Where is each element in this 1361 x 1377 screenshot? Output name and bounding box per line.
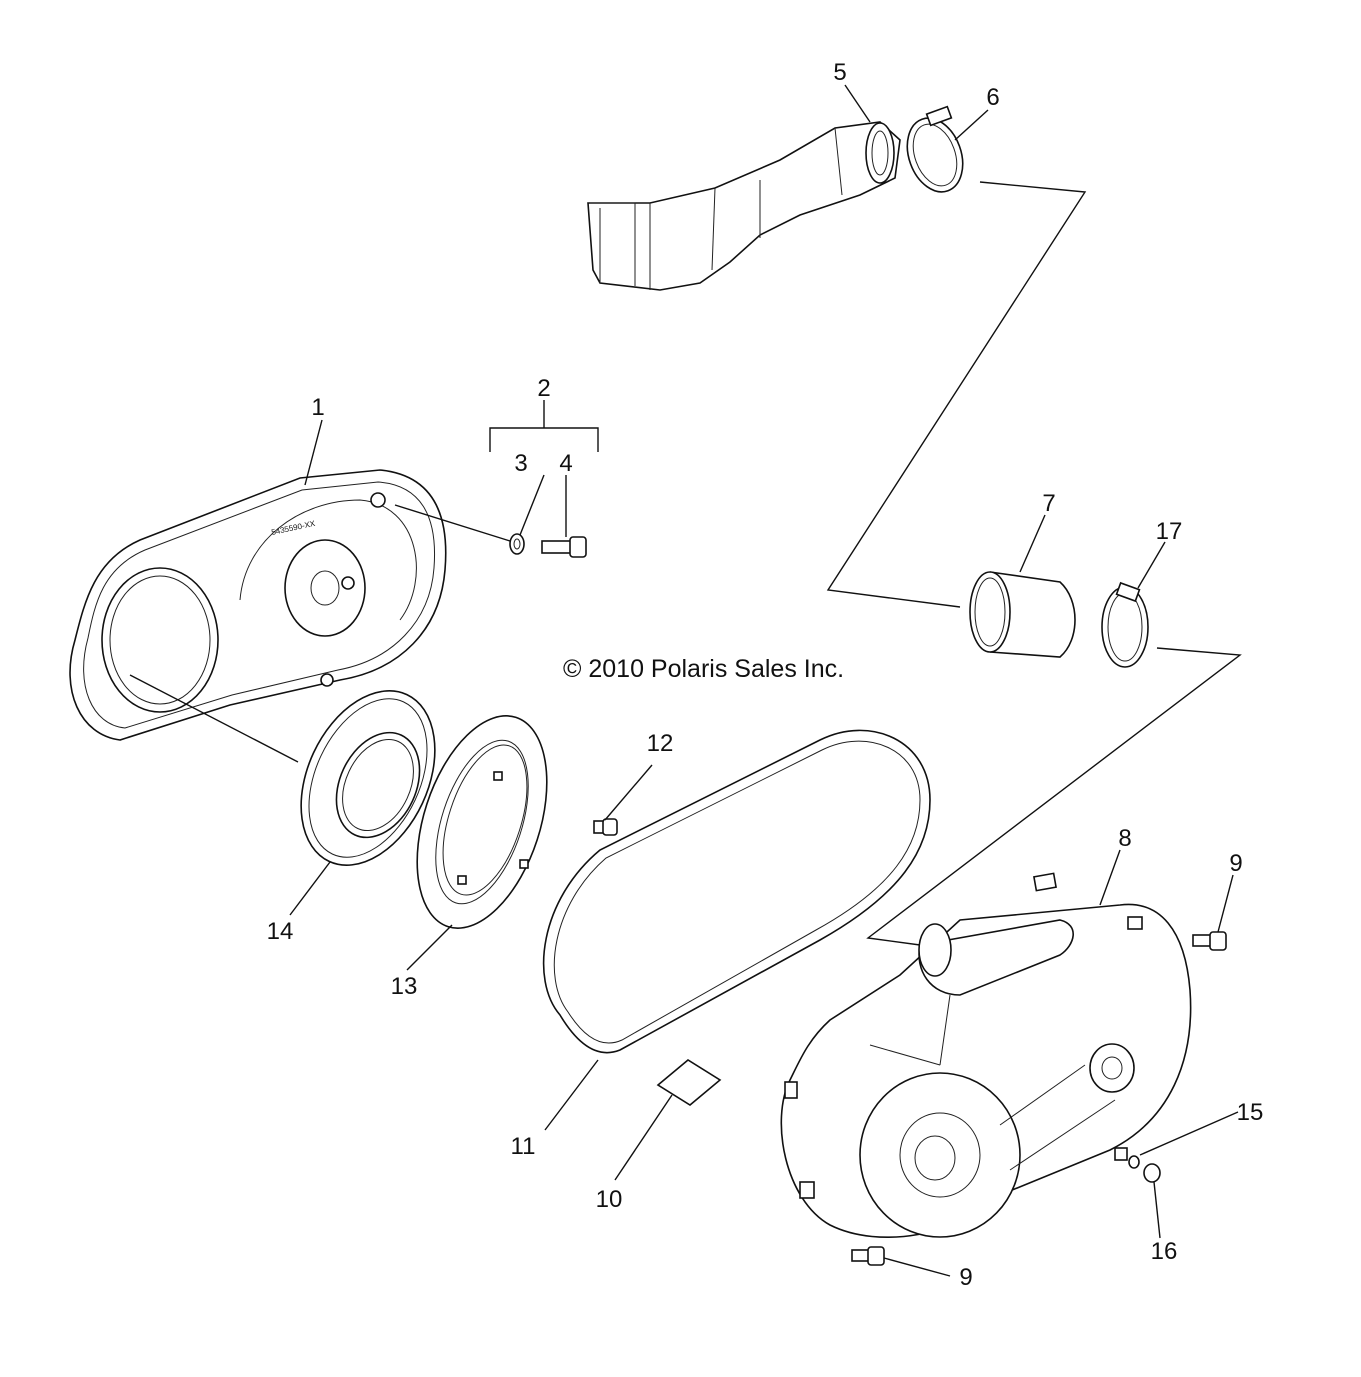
callout-11: 11: [511, 1133, 536, 1160]
plug-16: [1143, 1163, 1161, 1183]
screw-9-upper: [1192, 931, 1227, 951]
screw-12: [593, 818, 618, 836]
callout-2: 2: [537, 375, 550, 402]
o-ring-15: [1128, 1155, 1140, 1169]
leader-lines: [129, 84, 1242, 1277]
callout-14: 14: [267, 918, 294, 945]
bolt-4: [541, 536, 587, 558]
callout-6: 6: [986, 84, 999, 111]
callout-8: 8: [1118, 825, 1131, 852]
intake-duct: [587, 121, 901, 291]
callout-9-lower: 9: [959, 1264, 972, 1291]
callout-15: 15: [1237, 1099, 1264, 1126]
callout-5: 5: [833, 59, 846, 86]
callout-4: 4: [559, 450, 572, 477]
screw-9-lower: [851, 1246, 885, 1266]
callouts: 1 2 3 4 5 6 7 8 9 9 10 11 12 13 14 15 16…: [267, 59, 1264, 1291]
drive-belt-11: [542, 729, 931, 1054]
callout-16: 16: [1151, 1238, 1178, 1265]
callout-1: 1: [311, 394, 324, 421]
bracket-2: [489, 400, 599, 452]
copyright-notice: © 2010 Polaris Sales Inc.: [563, 655, 844, 683]
plate-13: [416, 715, 548, 929]
inner-clutch-cover: 5435590-XX: [69, 469, 447, 741]
callout-13: 13: [391, 973, 418, 1000]
callout-7: 7: [1042, 490, 1055, 517]
boot-sleeve-7: [969, 571, 1076, 658]
decal-10: [656, 1059, 722, 1106]
hose-clamp-17: [1101, 581, 1149, 668]
seal-14: [300, 690, 436, 866]
hose-clamp-6: [906, 105, 964, 193]
callout-3: 3: [514, 450, 527, 477]
callout-12: 12: [647, 730, 674, 757]
callout-17: 17: [1156, 518, 1183, 545]
callout-10: 10: [596, 1186, 623, 1213]
washer-3: [509, 533, 525, 555]
outer-clutch-cover: [780, 872, 1192, 1238]
callout-9-upper: 9: [1229, 850, 1242, 877]
